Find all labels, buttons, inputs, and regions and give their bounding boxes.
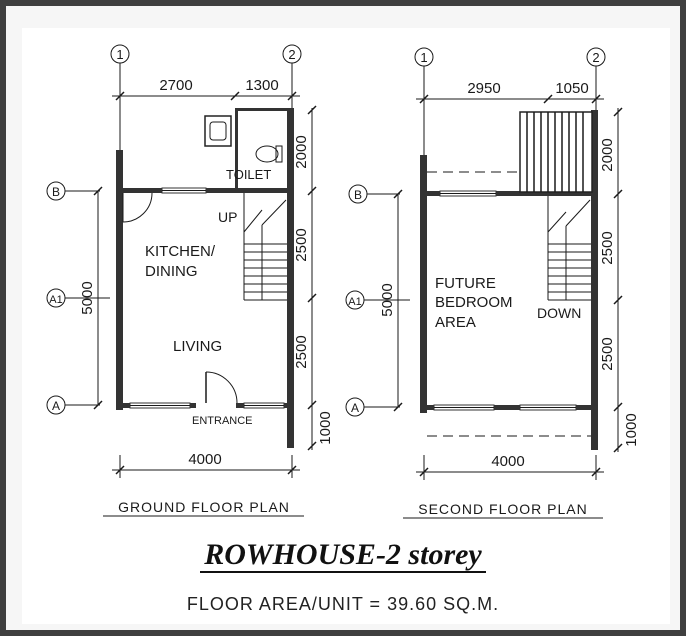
second-dim-right-2000: 2000 bbox=[599, 138, 616, 171]
ground-toilet-bowl-icon bbox=[255, 145, 279, 163]
second-grid-label-A: A bbox=[351, 401, 359, 415]
second-room-bedroom: BEDROOM bbox=[435, 294, 513, 311]
ground-wall-toilet bbox=[235, 108, 238, 190]
ground-sink-icon bbox=[204, 115, 232, 147]
second-dim-2950: 2950 bbox=[467, 80, 500, 97]
second-floor-caption: SECOND FLOOR PLAN bbox=[418, 501, 587, 517]
second-dim-1050: 1050 bbox=[555, 80, 588, 97]
ground-grid-label-A1: A1 bbox=[49, 294, 62, 306]
second-grid-label-1: 1 bbox=[420, 50, 427, 65]
ground-dim-bottom-4000: 4000 bbox=[188, 451, 221, 468]
ground-dim-1300: 1300 bbox=[245, 77, 278, 94]
ground-room-dining: DINING bbox=[145, 263, 198, 280]
floor-area-note: FLOOR AREA/UNIT = 39.60 SQ.M. bbox=[186, 594, 500, 614]
ground-stair bbox=[243, 193, 287, 301]
second-wall-left bbox=[420, 155, 427, 413]
second-stair-roof bbox=[519, 111, 593, 193]
sheet-title-text: ROWHOUSE-2 storey bbox=[200, 538, 486, 573]
second-dim-right-1000: 1000 bbox=[623, 413, 640, 446]
ground-grid-label-2: 2 bbox=[288, 47, 295, 62]
ground-room-toilet: TOILET bbox=[226, 167, 271, 182]
ground-dim-2700: 2700 bbox=[159, 77, 192, 94]
ground-wall-left bbox=[116, 150, 123, 410]
ground-wall-right bbox=[287, 108, 294, 448]
second-dim-bottom-4000: 4000 bbox=[491, 453, 524, 470]
ground-room-up: UP bbox=[218, 209, 237, 225]
sheet-title: ROWHOUSE-2 storey bbox=[0, 538, 686, 573]
second-dim-right-2500-b: 2500 bbox=[599, 337, 616, 370]
ground-floor-plan: 1 2 B A1 A 2700 1300 2000 2500 2500 1000 bbox=[46, 44, 334, 517]
ground-room-entrance: ENTRANCE bbox=[192, 415, 253, 427]
ground-dim-right-2500-a: 2500 bbox=[293, 228, 310, 261]
ground-dim-right-2000: 2000 bbox=[293, 135, 310, 168]
second-room-future: FUTURE bbox=[435, 275, 496, 292]
second-room-down: DOWN bbox=[537, 305, 581, 321]
second-wall-b bbox=[420, 191, 598, 196]
ground-dim-left-5000: 5000 bbox=[79, 281, 96, 314]
second-dim-right-2500-a: 2500 bbox=[599, 231, 616, 264]
ground-dim-right-1000: 1000 bbox=[317, 411, 334, 444]
ground-grid-label-B: B bbox=[52, 185, 60, 199]
ground-dim-right-2500-b: 2500 bbox=[293, 335, 310, 368]
ground-floor-caption: GROUND FLOOR PLAN bbox=[118, 499, 290, 515]
second-grid-label-A1: A1 bbox=[348, 296, 361, 308]
second-floor-plan: 1 2 B A1 A 2950 1050 2000 2500 2500 1000 bbox=[345, 47, 640, 519]
second-wall-right bbox=[591, 110, 598, 450]
second-room-area: AREA bbox=[435, 314, 476, 331]
ground-grid-label-A: A bbox=[52, 399, 60, 413]
second-dim-left-5000: 5000 bbox=[379, 283, 396, 316]
second-grid-label-B: B bbox=[354, 188, 362, 202]
ground-room-kitchen: KITCHEN/ bbox=[145, 243, 216, 260]
second-grid-label-2: 2 bbox=[592, 50, 599, 65]
second-wall-a bbox=[420, 405, 598, 410]
ground-grid-label-1: 1 bbox=[116, 47, 123, 62]
second-stair bbox=[547, 196, 591, 301]
ground-room-living: LIVING bbox=[173, 338, 222, 355]
